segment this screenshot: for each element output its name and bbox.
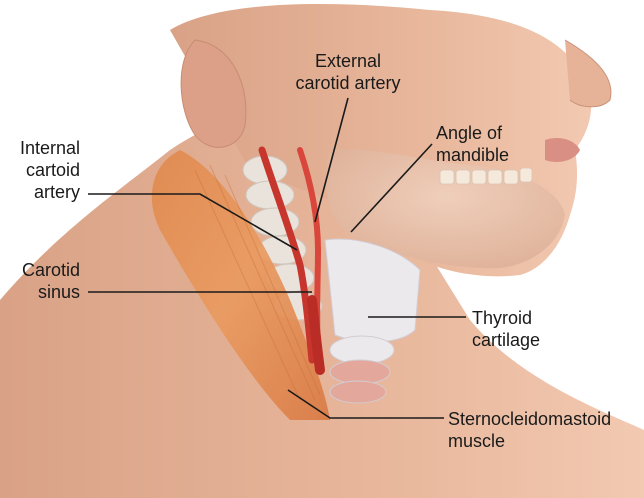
label-thyroid-cartilage: Thyroid cartilage (472, 307, 540, 351)
nose (565, 40, 611, 107)
label-external-carotid-artery: External carotid artery (283, 50, 413, 94)
label-carotid-sinus: Carotid sinus (2, 259, 80, 303)
label-sternocleidomastoid-muscle: Sternocleidomastoid muscle (448, 408, 611, 452)
label-angle-of-mandible: Angle of mandible (436, 122, 509, 166)
label-internal-carotid-artery: Internal cartoid artery (2, 137, 80, 203)
